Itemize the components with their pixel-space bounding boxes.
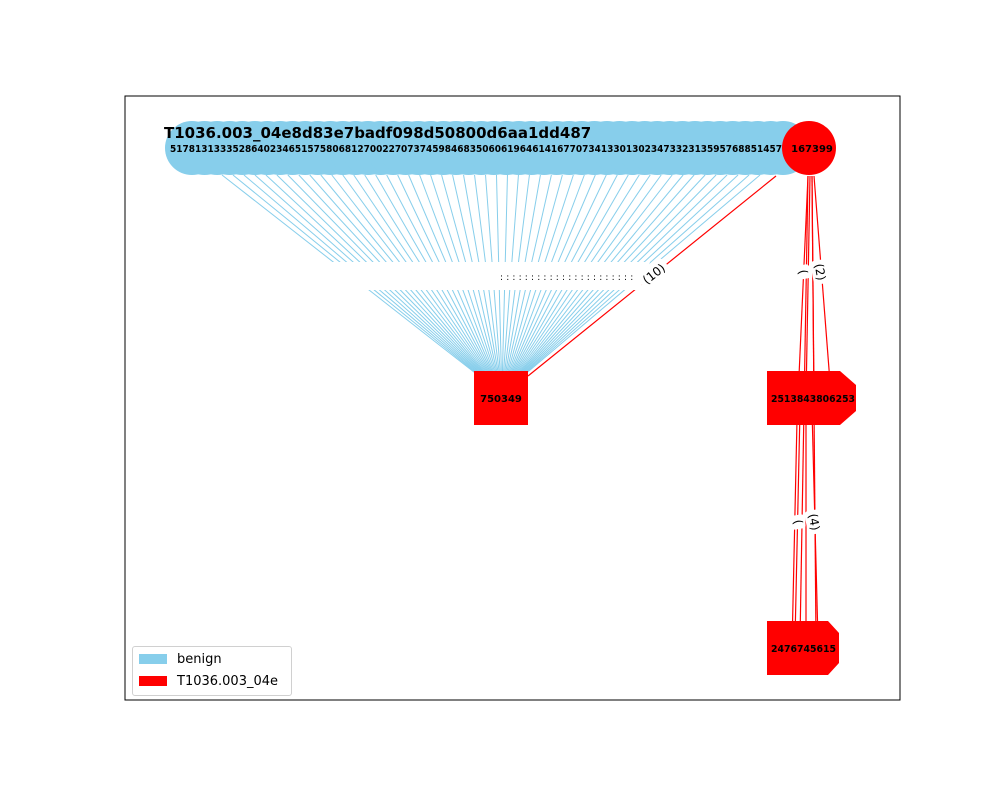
- legend: benign T1036.003_04e: [132, 646, 292, 696]
- legend-swatch-benign: [139, 654, 167, 664]
- edge-label-overlap-band: [330, 262, 650, 290]
- legend-swatch-t1036: [139, 676, 167, 686]
- edge-label-fragment: :: [562, 273, 565, 283]
- edge-label-fragment: :: [605, 273, 608, 283]
- edge-label-fragment: :: [587, 273, 590, 283]
- edge-label-fragment: :: [525, 273, 528, 283]
- benign-node-group: [165, 121, 810, 175]
- edge-label-fragment: :: [624, 273, 627, 283]
- legend-label-benign: benign: [177, 651, 222, 667]
- edge-label-fragment: :: [550, 273, 553, 283]
- legend-item-benign: benign: [139, 651, 222, 667]
- node-cluster-mid-square: [767, 371, 821, 425]
- edge-label-fragment: :: [612, 273, 615, 283]
- edge-label-right-bottom-a: (4): [804, 509, 824, 535]
- node-cluster-mid-hex: [820, 371, 856, 425]
- edge-label-fragment: :: [506, 273, 509, 283]
- node-cluster-bottom-hex: [818, 621, 839, 675]
- edge-label-fragment: :: [519, 273, 522, 283]
- edge-label-band: ::::::::::::::::::::::: [330, 262, 650, 290]
- malicious-edge: [805, 175, 811, 399]
- svg-text:(: (: [791, 518, 806, 525]
- edge-label-fragment: :: [531, 273, 534, 283]
- edge-label-fragment: :: [630, 273, 633, 283]
- node-label-bottom-cluster: 2476745615: [771, 644, 836, 655]
- edge-label-fragment: :: [543, 273, 546, 283]
- node-167399: [782, 121, 836, 175]
- node-label-750349: 750349: [480, 394, 522, 405]
- svg-text:(2): (2): [812, 262, 829, 281]
- edge-label-fragment: :: [500, 273, 503, 283]
- edge-label-fragment: :: [537, 273, 540, 283]
- legend-label-t1036: T1036.003_04e: [177, 673, 279, 689]
- svg-text:(4): (4): [806, 512, 823, 531]
- edge-label-right-top-b: (: [795, 264, 811, 280]
- legend-item-t1036: T1036.003_04e: [139, 673, 278, 689]
- svg-text:(: (: [796, 268, 811, 275]
- node-label-mid-cluster: 2513843806253: [771, 394, 855, 405]
- edge-label-fragment: :: [512, 273, 515, 283]
- edge-label-fragment: :: [593, 273, 596, 283]
- node-label-167399: 167399: [791, 144, 833, 155]
- edge-label-right-bottom-b: (: [790, 514, 806, 530]
- malicious-edge: [791, 419, 798, 649]
- edge-label-right-top-a: (2): [810, 259, 830, 285]
- edge-label-fragment: :: [568, 273, 571, 283]
- node-750349: [474, 371, 528, 425]
- edge-label-fragment: :: [556, 273, 559, 283]
- malicious-edge: [797, 175, 809, 399]
- graph-title: T1036.003_04e8d83e7badf098d50800d6aa1dd4…: [164, 124, 591, 142]
- node-cluster-bottom-square: [767, 621, 821, 675]
- edge-label-fragment: :: [581, 273, 584, 283]
- edge-label-fragment: :: [574, 273, 577, 283]
- edge-label-fragment: :: [618, 273, 621, 283]
- top-row-node-labels: 5178131333528640234651575806812700227073…: [170, 144, 782, 155]
- edge-label-fragment: :: [599, 273, 602, 283]
